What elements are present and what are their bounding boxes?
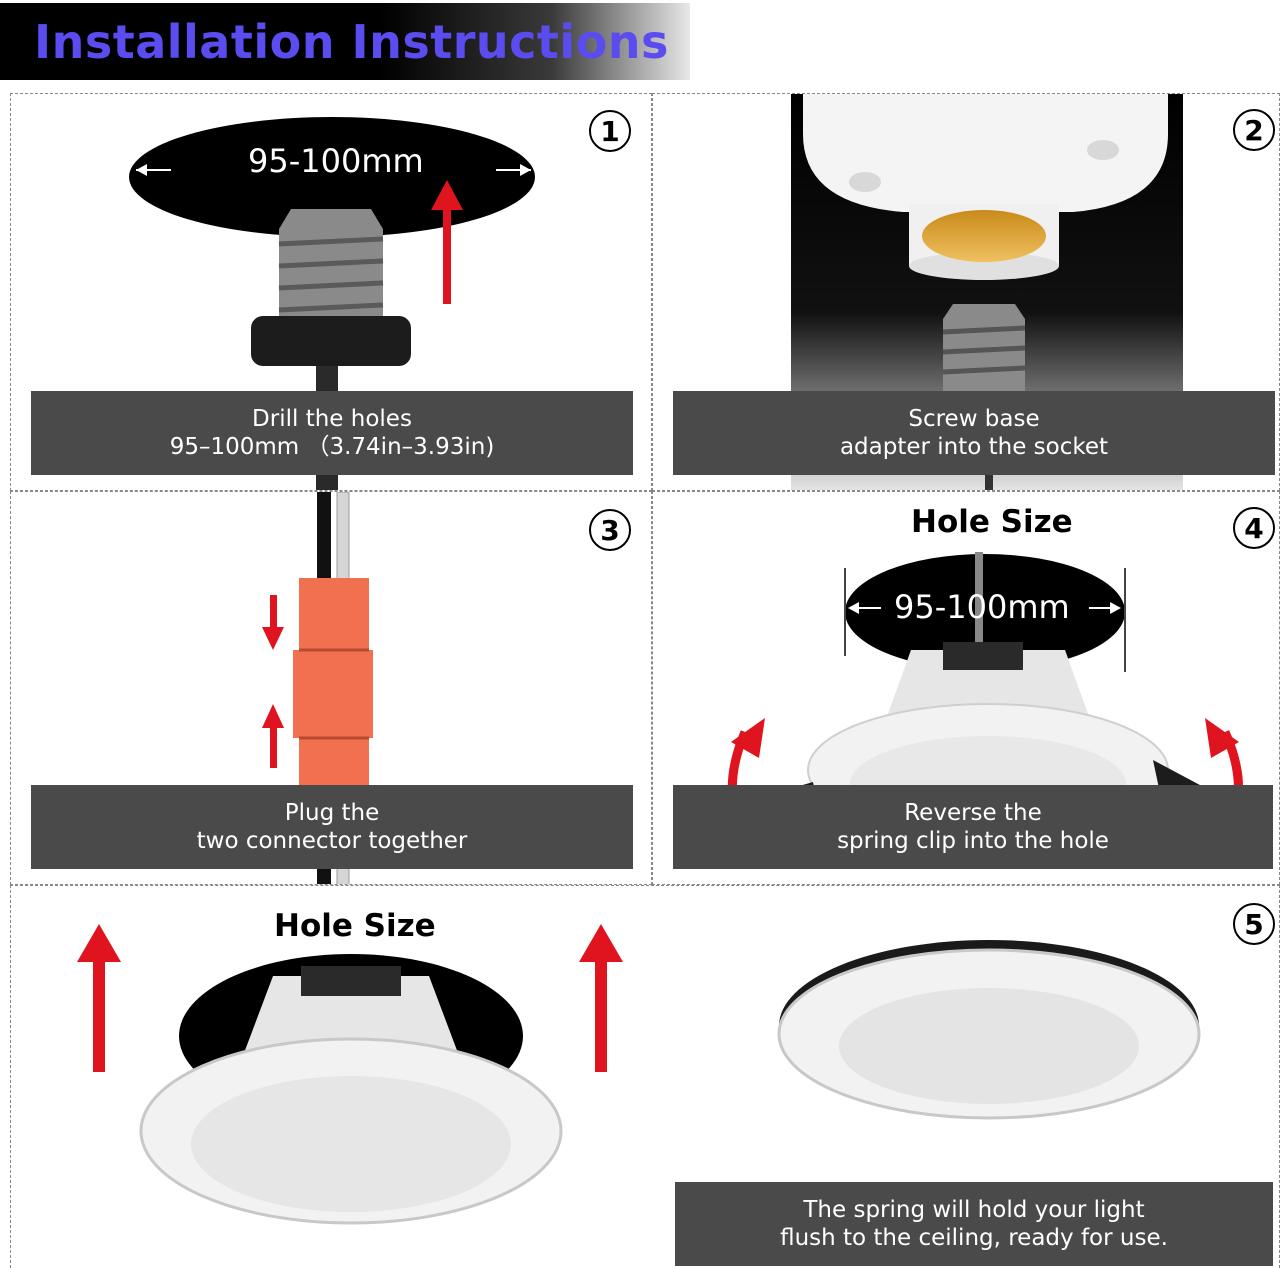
step-3-panel: 3 Plug the two connector together	[10, 491, 652, 885]
step-4-dimension: 95-100mm	[894, 588, 1070, 626]
step-5-hole-label: Hole Size	[274, 908, 436, 944]
step-2-caption-line1: Screw base	[908, 406, 1040, 432]
step-3-caption: Plug the two connector together	[31, 785, 633, 869]
step-2-number: 2	[1233, 109, 1275, 151]
step-4-hole-label: Hole Size	[911, 504, 1073, 540]
step-2-caption-line2: adapter into the socket	[839, 434, 1109, 460]
step-5-caption-line1: The spring will hold your light	[803, 1197, 1145, 1223]
step-4-caption-line1: Reverse the	[904, 800, 1042, 826]
step-5-illustration	[77, 924, 1201, 1225]
step-5-caption-line2: flush to the ceiling, ready for use.	[780, 1225, 1168, 1251]
step-3-caption-line2: two connector together	[196, 828, 468, 854]
step-1-caption: Drill the holes 95–100mm （3.74in–3.93in)	[31, 391, 633, 475]
page-title: Installation Instructions	[34, 15, 669, 69]
step-1-caption-line1: Drill the holes	[252, 406, 412, 432]
step-5-number: 5	[1233, 903, 1275, 945]
title-bar: Installation Instructions	[0, 3, 690, 80]
step-3-caption-line1: Plug the	[284, 800, 380, 826]
step-2-panel: 2 Screw base adapter into the socket	[652, 93, 1280, 491]
step-4-caption-line2: spring clip into the hole	[837, 828, 1109, 854]
step-4-number: 4	[1233, 507, 1275, 549]
step-5-caption: The spring will hold your light flush to…	[675, 1182, 1273, 1266]
step-1-number: 1	[589, 110, 631, 152]
step-1-dimension: 95-100mm	[248, 142, 424, 180]
step-4-caption: Reverse the spring clip into the hole	[673, 785, 1273, 869]
step-4-panel: Hole Size 95-100mm 4 Reverse the spring …	[652, 491, 1280, 885]
step-5-panel: Hole Size 5 The spring will hold your li…	[10, 885, 1280, 1268]
step-3-number: 3	[589, 509, 631, 551]
step-2-caption: Screw base adapter into the socket	[673, 391, 1275, 475]
step-1-panel: 95-100mm 1 Drill the holes 95–100mm （3.7…	[10, 93, 652, 491]
step-1-caption-line2: 95–100mm （3.74in–3.93in)	[169, 434, 495, 460]
step-2-illustration	[791, 94, 1183, 490]
